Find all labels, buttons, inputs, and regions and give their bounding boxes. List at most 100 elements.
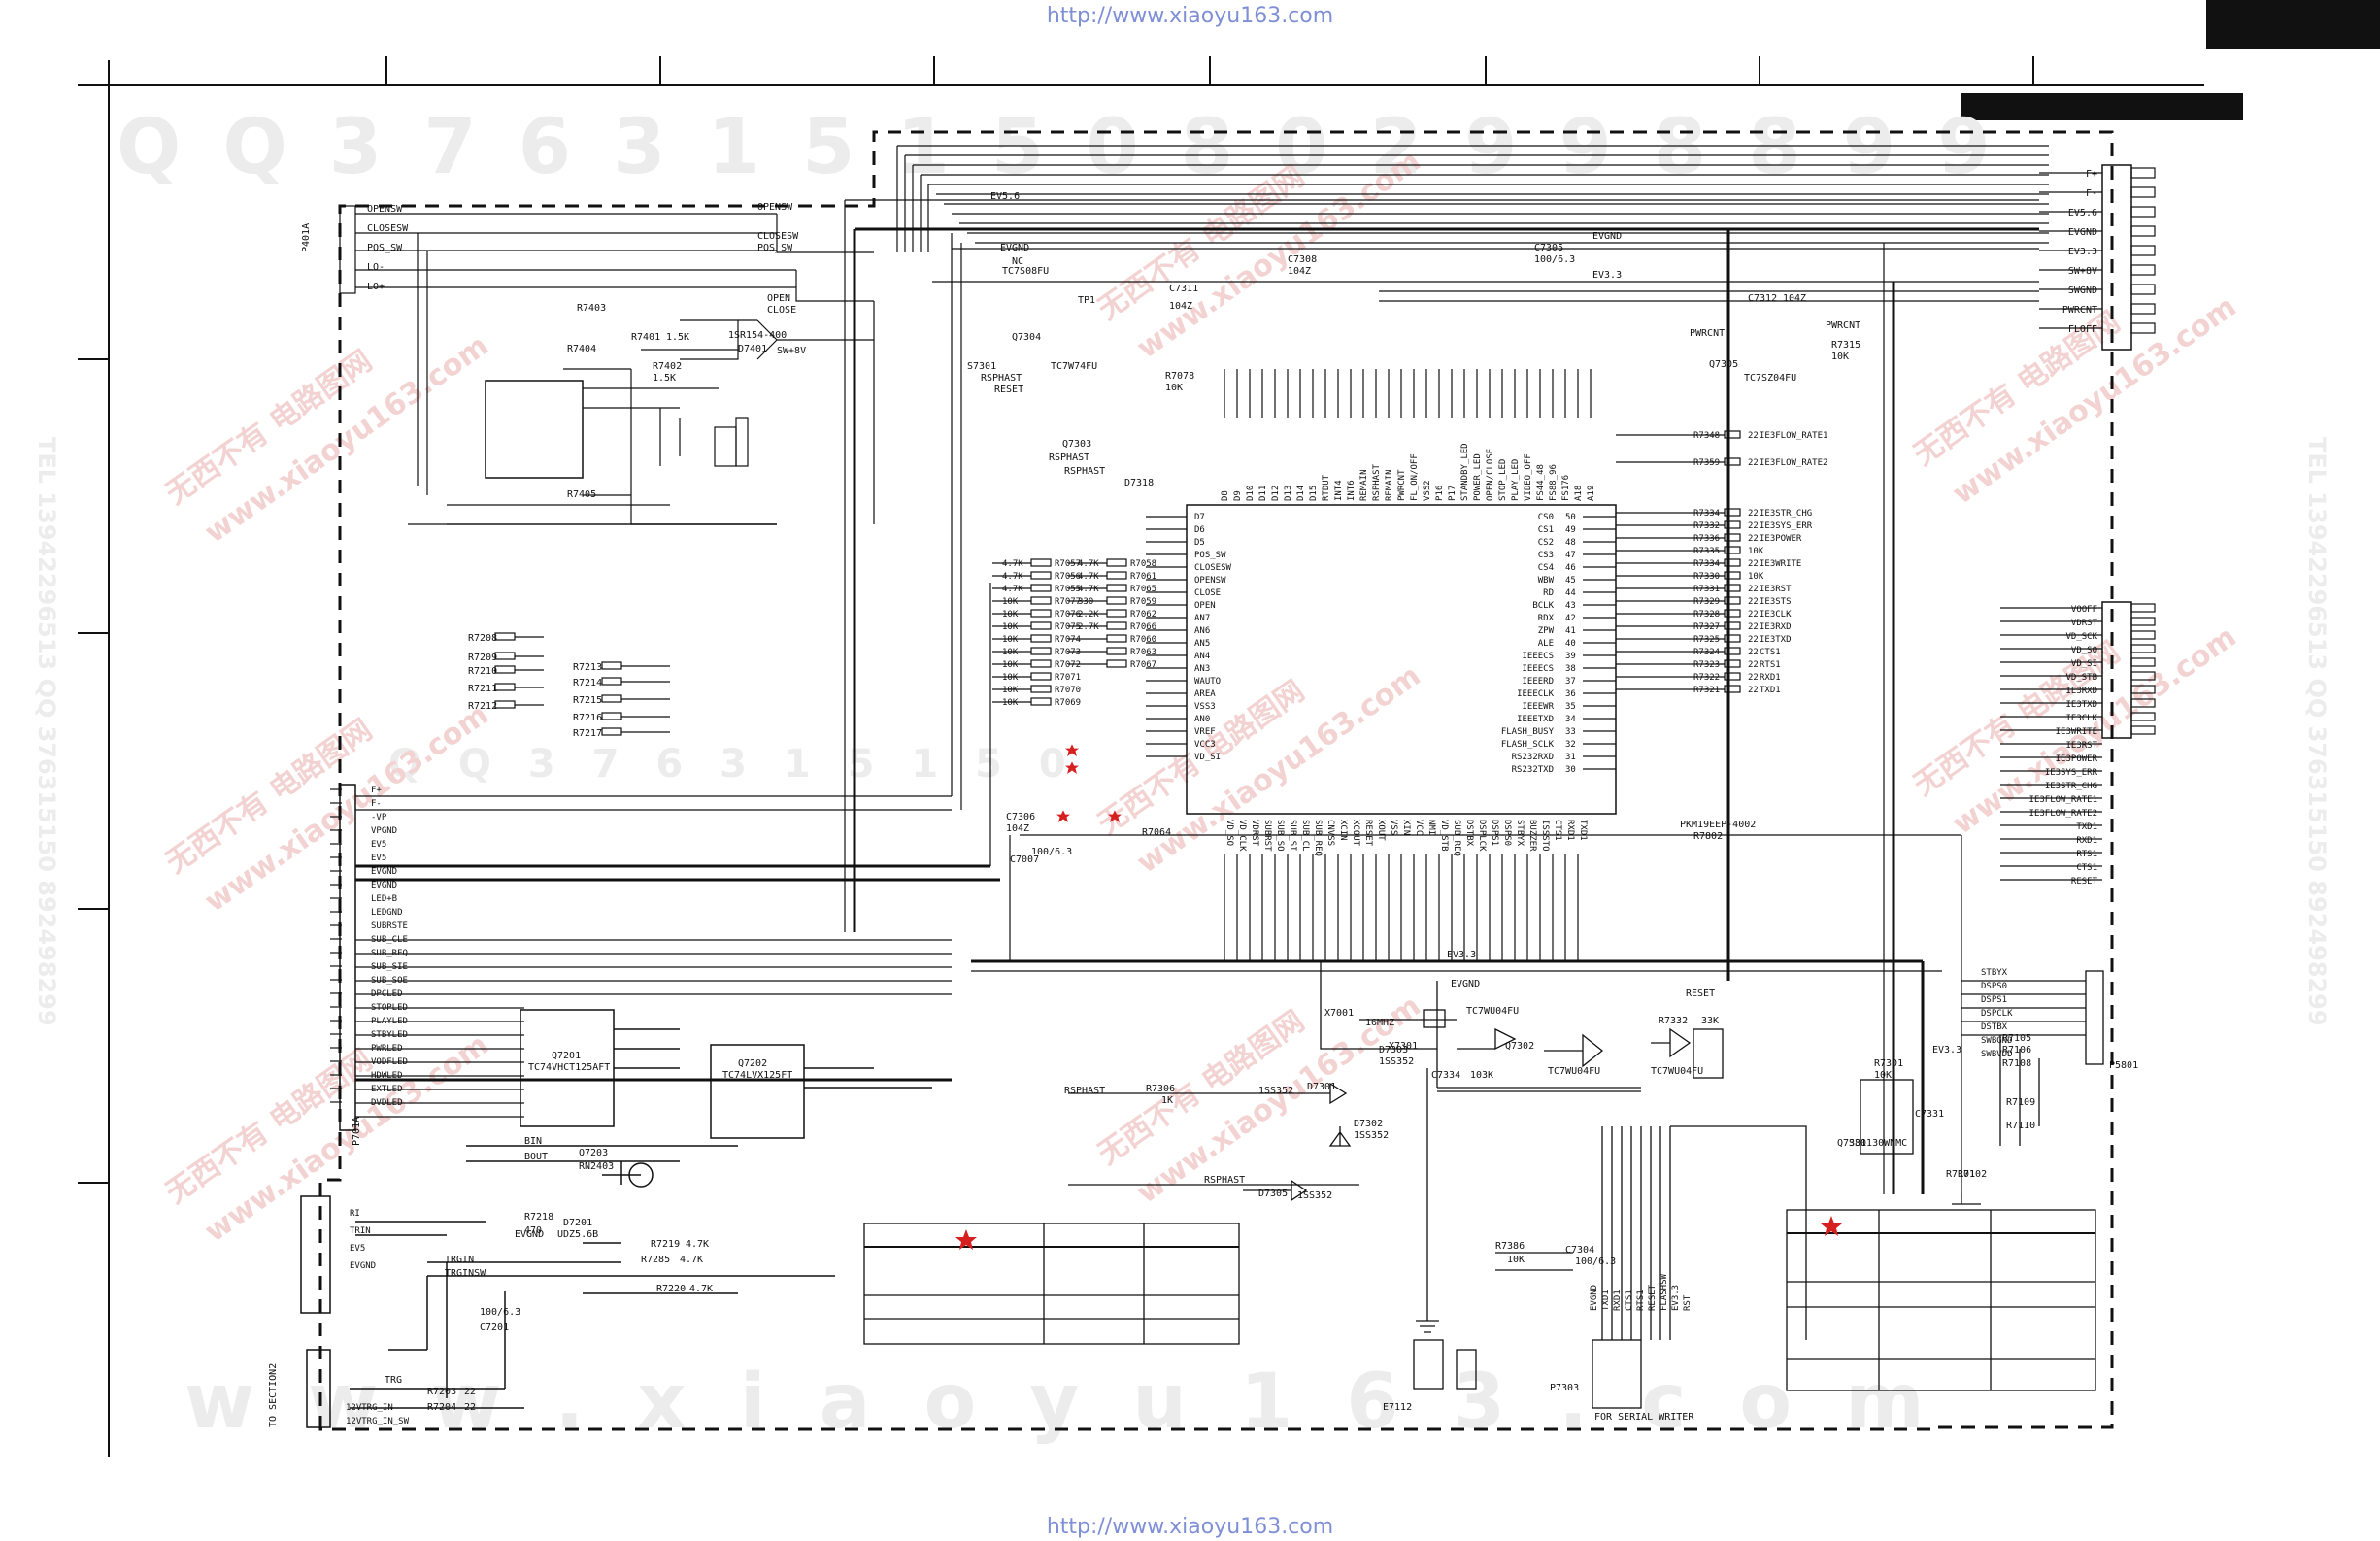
mcu-resistor-val: 10K (1002, 698, 1019, 708)
mcu-resistor-body (1030, 596, 1052, 605)
mcu-right-pin-num: 36 (1565, 689, 1576, 699)
mcu-resistor-val: 4.7K (1078, 572, 1099, 582)
p7303-pin-label: RESET (1648, 1284, 1658, 1311)
p7303-pin-label: RXD1 (1613, 1290, 1623, 1311)
mcu-resistor-body (1106, 571, 1127, 580)
mcu-right-pin: FLASH_BUSY (1501, 727, 1555, 737)
watermark-side-right: TEL 13942296513 QQ 376315150 892498299 (2303, 437, 2330, 1026)
right-resistor-ref: R7328 (1693, 610, 1720, 620)
mcu-resistor-ref: R7067 (1130, 660, 1156, 670)
label-c7312: C7312 (1748, 293, 1777, 304)
label-q7203-ref: Q7203 (579, 1148, 608, 1158)
mcu-right-pin-num: 39 (1565, 652, 1576, 661)
mcu-outline (1186, 504, 1617, 815)
right-mid-pin-terminal (2130, 657, 2156, 667)
mcu-bottom-pin: SUB_REQ (1452, 820, 1461, 856)
label-c7305: C7305 (1534, 243, 1563, 253)
label-r7315: R7315 (1831, 340, 1860, 351)
label-closesw: CLOSESW (757, 231, 799, 242)
right-resistor-val: 22 (1748, 610, 1759, 620)
label-c7201-val: 100/6.3 (480, 1307, 520, 1318)
right-mid-pin-label: VD_SI (2071, 659, 2097, 669)
right-mid-pin-label: RXD1 (2076, 836, 2097, 846)
p5801-pin-label: DSPCLK (1981, 1009, 2013, 1019)
label-r7402: R7402 (653, 361, 682, 372)
mcu-resistor-val: 4.7K (1002, 572, 1023, 582)
mcu-resistor-val: 2.2K (1078, 610, 1099, 620)
corner-block-top (2206, 0, 2380, 49)
label-r7301-val: 10K (1874, 1070, 1892, 1081)
label-c7304b-val: 100/6.3 (1575, 1256, 1616, 1267)
label-reset: RESET (994, 385, 1023, 395)
mcu-resistor-ref: R7061 (1130, 572, 1156, 582)
label-r7110: R7110 (2006, 1121, 2035, 1131)
mcu-left-pin: VREF (1194, 727, 1216, 737)
mcu-top-pin: D15 (1309, 486, 1319, 501)
label-r7402-val: 1.5K (653, 373, 676, 384)
safety-star-marker (1065, 761, 1079, 774)
mcu-resistor-ref: R7077 (1055, 597, 1081, 607)
mcu-right-pin-num: 34 (1565, 715, 1576, 724)
p5801-pin-label: DSTBX (1981, 1022, 2008, 1032)
mcu-right-pin-num: 41 (1565, 626, 1576, 636)
right-resistor-net: RTS1 (1760, 660, 1781, 670)
right-mid-pin-label: IE3POWER (2056, 754, 2098, 764)
mcu-bottom-pin: STBYX (1515, 820, 1525, 847)
mcu-left-pin: AN7 (1194, 614, 1210, 623)
label-q7302-part-3: TC7WU04FU (1651, 1066, 1703, 1077)
right-resistor-net: IE3SYS_ERR (1760, 521, 1813, 531)
right-resistor-val: 22 (1748, 635, 1759, 645)
right-mid-pin-terminal (2130, 698, 2156, 708)
label-nc: NC (1012, 256, 1023, 267)
safety-star-marker (1056, 810, 1070, 822)
safety-star-marker (1108, 810, 1122, 822)
mcu-left-pin: AN4 (1194, 652, 1210, 661)
right-top-pin-terminal (2130, 206, 2156, 218)
right-resistor-val: 10K (1748, 547, 1764, 556)
mcu-bottom-pin: DSTBX (1464, 820, 1474, 847)
right-top-pin-terminal (2130, 245, 2156, 256)
mcu-top-pin: FS88_96 (1549, 464, 1559, 501)
label-x7001: X7001 (1324, 1008, 1354, 1019)
p5801-pin-label: DSPS0 (1981, 982, 2007, 991)
label-q7302-part: TC7WU04FU (1466, 1006, 1519, 1017)
right-resistor-val: 22 (1748, 521, 1759, 531)
label-q7302-ref: Q7302 (1505, 1041, 1534, 1052)
p701a-pin-label: EV5 (371, 840, 386, 850)
mcu-left-pin: WAUTO (1194, 677, 1221, 687)
mcu-bottom-pin: VD_SO (1224, 820, 1234, 846)
mcu-top-pin: VSS2 (1423, 480, 1432, 501)
p701a-connector (300, 784, 356, 1428)
right-resistor-val: 22 (1748, 686, 1759, 695)
mcu-left-pin: AN3 (1194, 664, 1210, 674)
label-r7210: R7210 (468, 666, 497, 677)
mcu-resistor-val: 4.7K (1078, 559, 1099, 569)
mcu-top-pin: RSPHAST (1372, 463, 1382, 501)
right-resistor-net: IE3RXD (1760, 622, 1792, 632)
mcu-top-pin: RTDUT (1322, 474, 1331, 501)
p701a-pin-label: F- (371, 799, 382, 809)
mcu-resistor-val: 10K (1002, 686, 1019, 695)
mcu-left-pin: OPEN (1194, 601, 1216, 611)
right-top-pin-label: F- (2086, 188, 2097, 199)
mcu-left-pin: D7 (1194, 513, 1205, 522)
right-mid-pin-label: VDRST (2071, 619, 2098, 628)
label-rsphast-3: RSPHAST (1064, 466, 1105, 477)
label-d7301: D7301 (1307, 1082, 1336, 1092)
label-c7308: C7308 (1288, 254, 1317, 265)
right-mid-pin-terminal (2130, 685, 2156, 694)
right-mid-pin-label: RTS1 (2076, 850, 2097, 859)
left-resistor-body (601, 677, 622, 686)
mcu-top-pin: A19 (1587, 486, 1596, 501)
label-r7204: R7204 (427, 1402, 456, 1413)
label-d7301-part: 1SS352 (1258, 1086, 1293, 1096)
mcu-resistor-body (1030, 659, 1052, 668)
label-c7311: C7311 (1169, 284, 1198, 294)
label-q7304-part: TC7S08FU (1002, 266, 1049, 277)
mcu-right-pin: IEEEWR (1522, 702, 1554, 712)
label-opensw: OPENSW (757, 202, 793, 213)
label-r7219: R7219 (651, 1239, 680, 1250)
mcu-right-pin: ZPW (1538, 626, 1555, 636)
right-resistor-body (1724, 520, 1741, 529)
mcu-resistor-body (1106, 647, 1127, 655)
